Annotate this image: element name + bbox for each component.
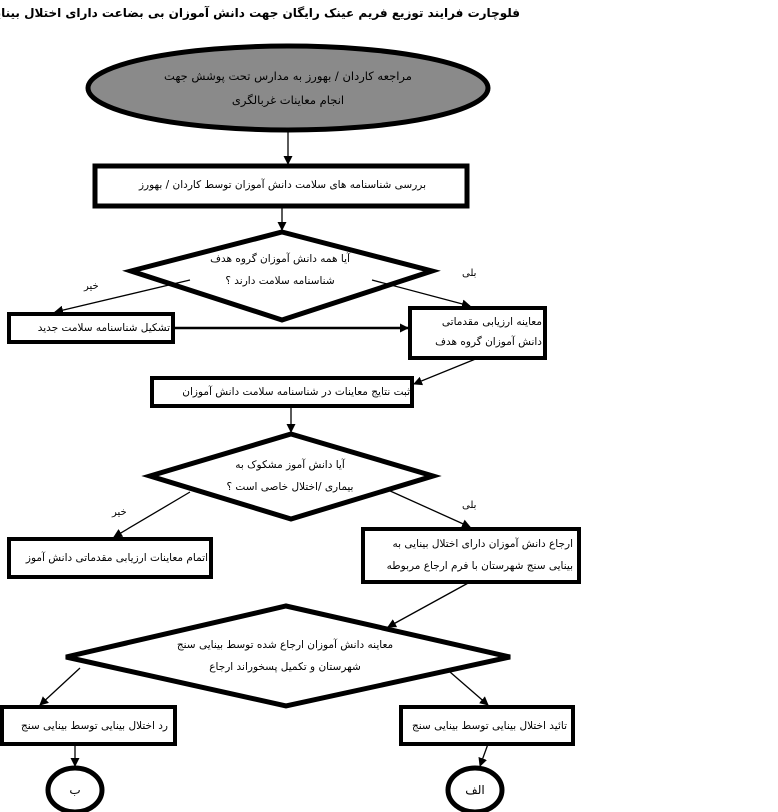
arrow-decision3-confirm xyxy=(449,671,489,706)
decision3-line2: شهرستان و تکمیل پسخوراند ارجاع xyxy=(209,661,361,673)
decision3-label: معاینه دانش آموزان ارجاع شده توسط بینایی… xyxy=(160,634,410,678)
end-b-circle xyxy=(45,765,105,812)
create-node-label: تشکیل شناسنامه سلامت جدید xyxy=(37,322,170,334)
decision1-yes-label: بلی xyxy=(462,268,477,279)
decision1-no-label: خیر xyxy=(84,281,99,292)
refer-node-label: ارجاع دانش آموزان دارای اختلال بینایی به… xyxy=(368,533,573,577)
arrow-decision1-no xyxy=(54,279,191,315)
decision2-label: آیا دانش آموز مشکوک به بیماری /اختلال خا… xyxy=(205,454,375,498)
page-title: فلوچارت فرایند توزیع فریم عینک رایگان جه… xyxy=(0,6,520,20)
decision2-diamond xyxy=(141,431,442,522)
decision2-no-label: خیر xyxy=(112,507,127,518)
decision2-yes-label: بلی xyxy=(462,500,477,511)
exam-line1: معاینه ارزیابی مقدماتی xyxy=(441,316,542,328)
arrow-decision1-yes xyxy=(371,279,471,309)
exam-node-label: معاینه ارزیابی مقدماتی دانش آموزان گروه … xyxy=(414,312,542,352)
refer-line1: ارجاع دانش آموزان دارای اختلال بینایی به xyxy=(392,538,574,550)
arrow-confirm-end-alef xyxy=(478,743,489,767)
complete-box xyxy=(7,537,213,579)
end-alef-label: الف xyxy=(465,783,485,797)
end-alef-circle xyxy=(445,765,505,812)
decision1-line2: شناسنامه سلامت دارند ؟ xyxy=(225,275,335,287)
record-box xyxy=(150,376,414,408)
decision2-line1: آیا دانش آموز مشکوک به xyxy=(235,459,345,471)
decision3-diamond xyxy=(65,603,511,709)
refer-box xyxy=(361,527,581,584)
decision1-diamond xyxy=(122,229,441,323)
decision2-line2: بیماری /اختلال خاصی است ؟ xyxy=(226,481,354,493)
decision3-line1: معاینه دانش آموزان ارجاع شده توسط بینایی… xyxy=(176,639,394,651)
arrow-exam-record xyxy=(413,357,479,386)
end-b-label: ب xyxy=(69,783,81,797)
complete-node-label: اتمام معاینات ارزیابی مقدماتی دانش آموز xyxy=(25,552,208,564)
refer-line2: بینایی سنج شهرستان با فرم ارجاع مربوطه xyxy=(386,560,573,572)
reject-node-label: رد اختلال بینایی توسط بینایی سنج xyxy=(20,720,168,732)
arrow-refer-decision3 xyxy=(387,581,471,628)
start-node-label: مراجعه کاردان / بهورز به مدارس تحت پوشش … xyxy=(118,64,458,112)
arrow-decision2-no xyxy=(113,491,191,538)
start-line2: انجام معاینات غربالگری xyxy=(231,93,345,107)
exam-box xyxy=(408,306,547,360)
review-node-label: بررسی شناسنامه های سلامت دانش آموزان توس… xyxy=(138,179,426,191)
start-line1: مراجعه کاردان / بهورز به مدارس تحت پوشش … xyxy=(164,69,412,83)
decision1-label: آیا همه دانش آموزان گروه هدف شناسنامه سل… xyxy=(190,248,370,292)
exam-line2: دانش آموزان گروه هدف xyxy=(435,336,542,348)
review-box xyxy=(92,163,470,209)
arrow-decision3-reject xyxy=(39,667,81,706)
create-box xyxy=(7,312,175,344)
decision1-line1: آیا همه دانش آموزان گروه هدف xyxy=(210,253,350,265)
arrow-decision2-yes xyxy=(387,489,471,528)
record-node-label: ثبت نتایج معاینات در شناسنامه سلامت دانش… xyxy=(182,386,410,398)
reject-box xyxy=(0,705,177,746)
confirm-node-label: تائید اختلال بینایی توسط بینایی سنج xyxy=(411,720,567,732)
confirm-box xyxy=(399,705,575,746)
